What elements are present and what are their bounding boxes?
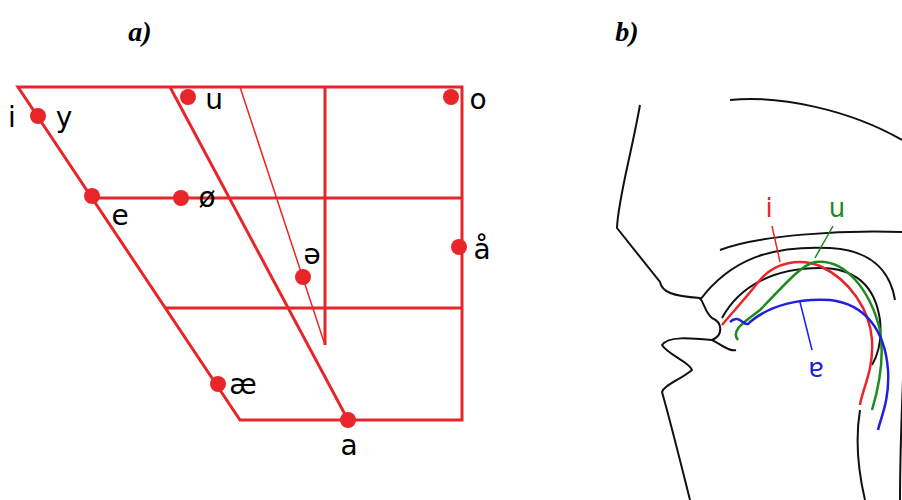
- vowel-symbol: ə: [302, 241, 321, 269]
- pharynx-wall: [900, 300, 902, 500]
- head-section: [617, 99, 902, 500]
- tongue-label: u: [829, 195, 845, 221]
- lower-lip: [712, 340, 736, 350]
- leader-line: [772, 226, 780, 262]
- tongue-label: ɐ: [808, 355, 824, 381]
- tongue-curve: [722, 262, 872, 405]
- larynx-line: [858, 410, 865, 500]
- tongue-curves: [722, 226, 888, 430]
- vowel-symbol: i: [8, 104, 16, 132]
- grid-line: [324, 87, 327, 345]
- vowel-symbol: u: [205, 86, 223, 114]
- vowel-dot: [30, 108, 46, 124]
- vowel-symbol: ø: [198, 184, 215, 212]
- skull-line: [730, 99, 902, 140]
- vowel-dot: [340, 412, 356, 428]
- vowel-symbol: æ: [229, 371, 257, 399]
- grid-line: [240, 87, 325, 345]
- vowel-dot: [443, 89, 459, 105]
- vowel-dot: [210, 376, 226, 392]
- tongue-curve: [736, 262, 882, 410]
- vowel-symbol: e: [111, 202, 128, 230]
- vowel-symbol: å: [473, 236, 490, 264]
- panel-label: b): [615, 18, 638, 46]
- vowel-chart: [18, 87, 462, 420]
- vowel-dot: [180, 89, 196, 105]
- vowel-dot: [84, 188, 100, 204]
- tongue-curve: [730, 300, 888, 430]
- vowel-symbol: o: [469, 86, 486, 114]
- vowel-dot: [295, 269, 311, 285]
- grid-line: [166, 307, 462, 310]
- vowel-dots: [30, 89, 467, 428]
- vowel-symbol: a: [340, 432, 357, 460]
- grid-line: [170, 87, 348, 420]
- vowel-dot: [173, 190, 189, 206]
- face-profile: [617, 105, 720, 500]
- leader-line: [815, 226, 833, 258]
- tongue-label: i: [765, 195, 772, 221]
- leader-line: [800, 302, 812, 350]
- vowel-symbol: y: [56, 104, 73, 132]
- vowel-dot: [451, 239, 467, 255]
- panel-label: a): [128, 18, 151, 46]
- chart-outline: [18, 87, 462, 420]
